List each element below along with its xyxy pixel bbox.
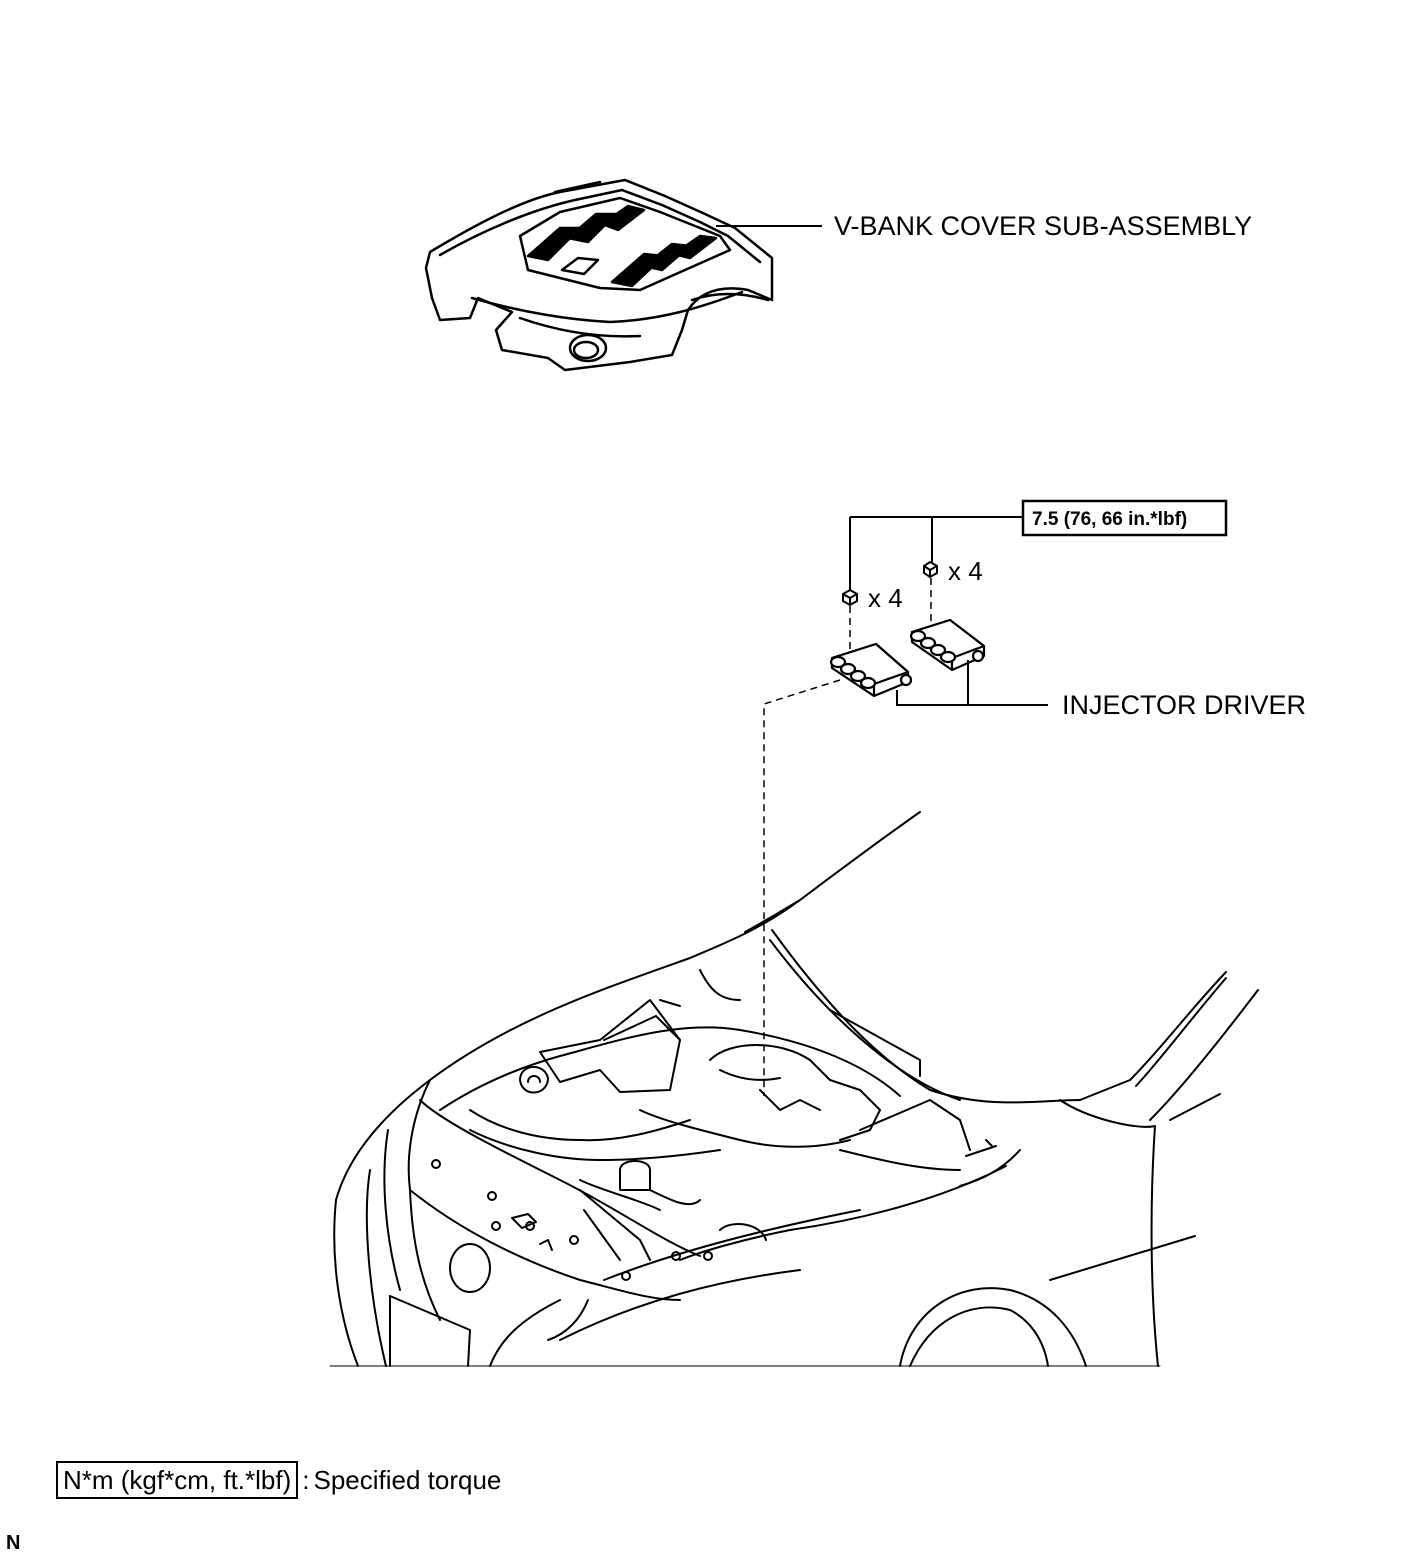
label-injector-driver: INJECTOR DRIVER — [1062, 690, 1306, 720]
nut-icon — [842, 588, 858, 607]
leader-line-injector-driver — [896, 660, 1048, 706]
torque-legend: N*m (kgf*cm, ft.*lbf) : Specified torque — [56, 1460, 501, 1500]
legend-unit-box: N*m (kgf*cm, ft.*lbf) — [56, 1461, 299, 1499]
vehicle-engine-bay-drawing — [329, 811, 1259, 1367]
quantity-upper-nuts: x 4 — [948, 556, 983, 586]
torque-spec-value: 7.5 (76, 66 in.*lbf) — [1032, 509, 1187, 530]
illustration-code: N — [6, 1532, 21, 1554]
alignment-dashed-lines — [763, 578, 932, 1096]
label-v-bank-cover: V-BANK COVER SUB-ASSEMBLY — [834, 211, 1252, 241]
injector-driver-upper — [909, 618, 986, 672]
quantity-lower-nuts: x 4 — [868, 583, 903, 613]
nut-icon — [923, 560, 938, 579]
torque-bracket-lines — [849, 516, 1022, 590]
legend-description: Specified torque — [313, 1464, 502, 1495]
torque-spec-box — [1021, 499, 1228, 537]
injector-driver-lower — [829, 642, 913, 698]
legend-separator: : — [302, 1464, 310, 1495]
v-bank-cover-drawing — [424, 178, 774, 372]
